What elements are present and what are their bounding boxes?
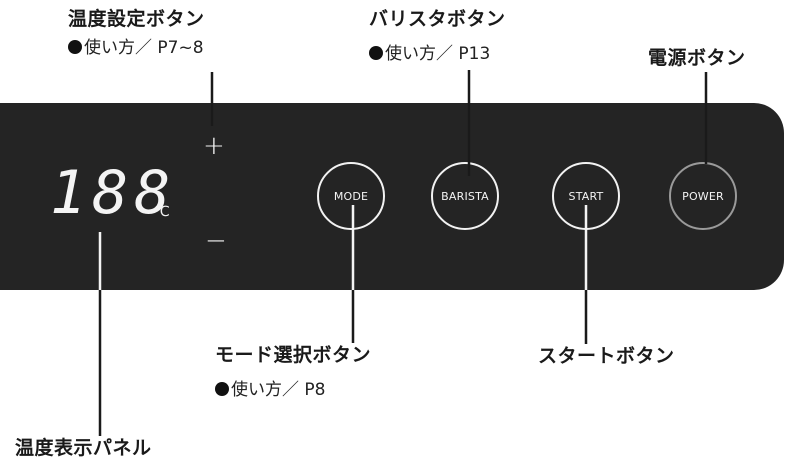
bullet-dot-icon (68, 40, 82, 54)
temperature-unit: ℃ (154, 204, 170, 220)
temp-set-button-label: 温度設定ボタン (68, 8, 205, 30)
barista-button[interactable]: BARISTA (431, 162, 499, 230)
mode-button-label: モード選択ボタン (215, 344, 372, 366)
bullet-dot-icon (215, 382, 229, 396)
temp-plus-button[interactable]: + (203, 131, 225, 161)
mode-ref: 使い方／ P8 (215, 379, 325, 401)
power-button-label: 電源ボタン (648, 47, 746, 69)
temp-set-ref-text: 使い方／ P7~8 (84, 38, 204, 58)
mode-button[interactable]: MODE (317, 162, 385, 230)
temp-set-ref: 使い方／ P7~8 (68, 37, 204, 59)
barista-ref: 使い方／ P13 (369, 43, 490, 65)
temp-display-panel-label: 温度表示パネル (15, 437, 152, 459)
start-button-label: スタートボタン (538, 345, 675, 367)
bullet-dot-icon (369, 46, 383, 60)
mode-ref-text: 使い方／ P8 (231, 380, 326, 400)
barista-button-label: バリスタボタン (369, 8, 506, 30)
power-button[interactable]: POWER (669, 162, 737, 230)
temperature-display: 188 (50, 158, 177, 228)
barista-ref-text: 使い方／ P13 (385, 44, 491, 64)
temp-minus-button[interactable]: − (205, 226, 227, 256)
